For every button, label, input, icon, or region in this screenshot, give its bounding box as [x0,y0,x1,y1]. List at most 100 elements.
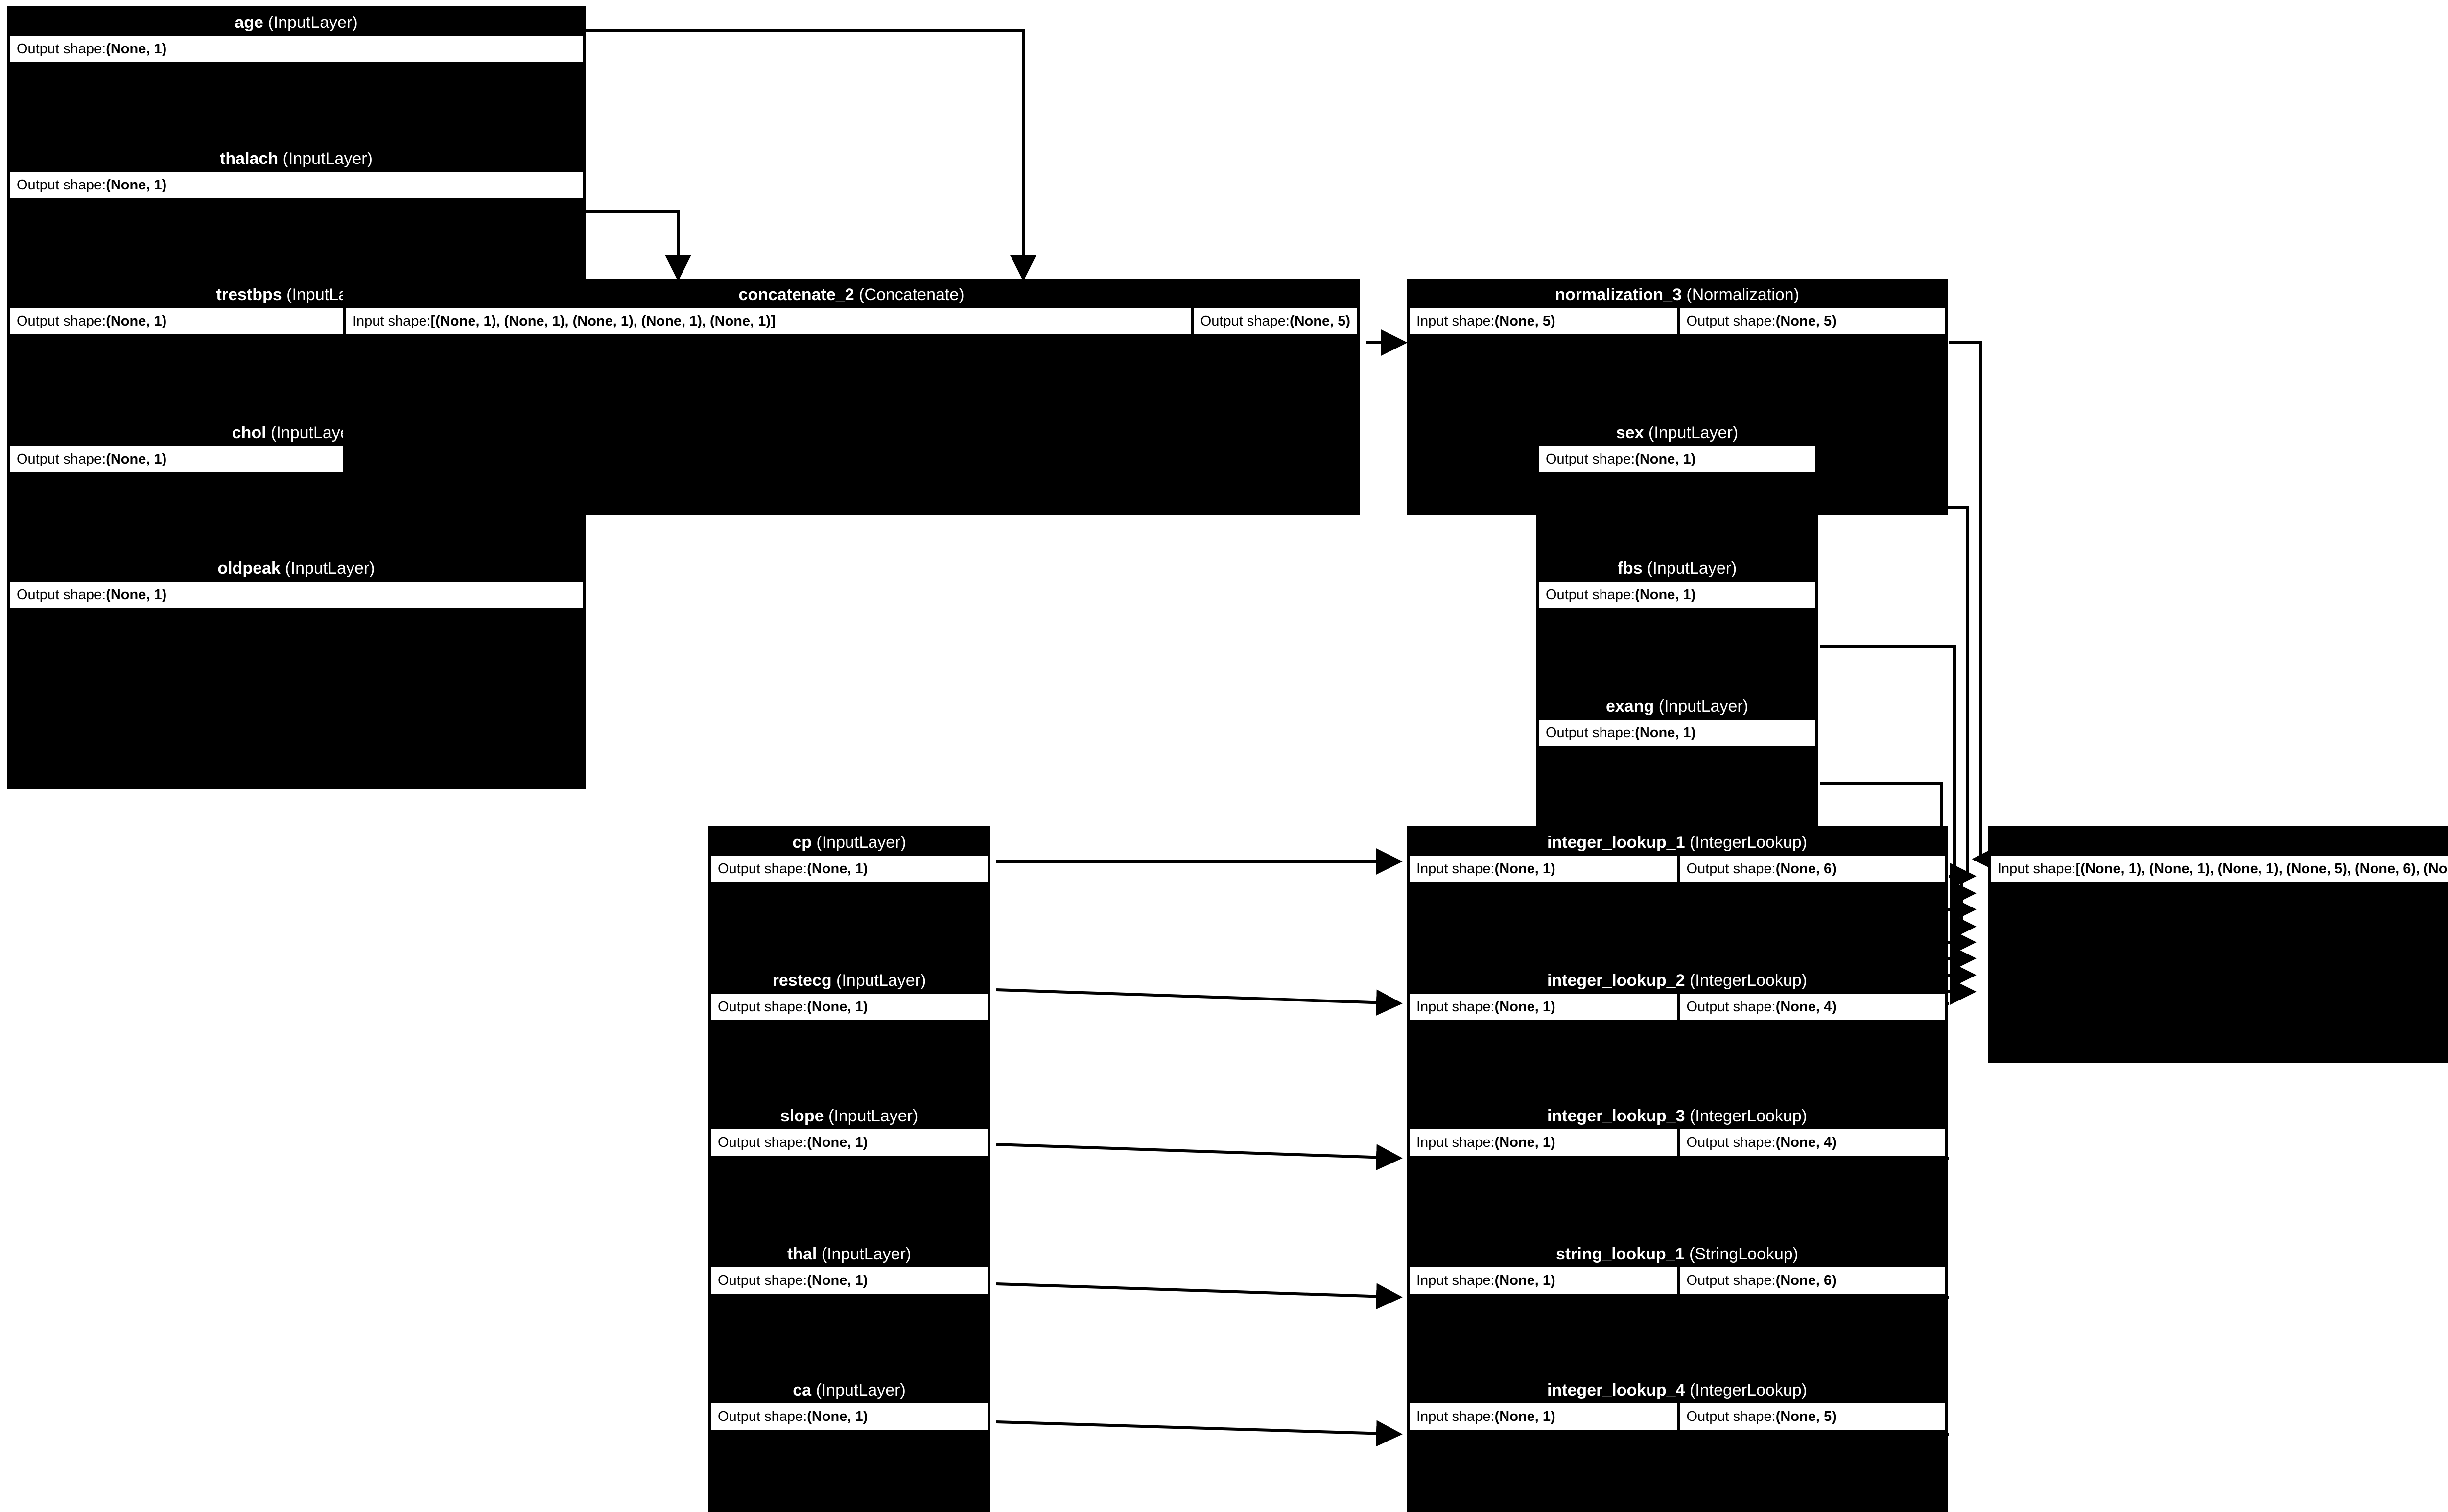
output-shape-value-chol: (None, 1) [106,451,167,467]
node-class-sex: (InputLayer) [1648,423,1739,442]
output-shape-label-concatenate_2: Output shape: [1200,313,1290,329]
node-shapes-concatenate_2: Input shape: [(None, 1), (None, 1), (Non… [346,308,1357,334]
node-shapes-fbs: Output shape: (None, 1) [1539,582,1815,608]
node-title-string_lookup_1: string_lookup_1 (StringLookup) [1410,1241,1945,1267]
node-name-chol: chol [232,423,266,442]
edge-sex-concatenate_3 [1820,506,1977,889]
node-shapes-exang: Output shape: (None, 1) [1539,720,1815,746]
node-name-trestbps: trestbps [216,285,282,304]
output-shape-string_lookup_1: Output shape: (None, 6) [1677,1267,1945,1294]
input-shape-value-string_lookup_1: (None, 1) [1494,1272,1555,1288]
edge-integer_lookup_1-concatenate_3 [1949,875,1977,940]
node-title-integer_lookup_1: integer_lookup_1 (IntegerLookup) [1410,829,1945,856]
output-shape-oldpeak: Output shape: (None, 1) [10,582,583,608]
node-integer_lookup_4[interactable]: integer_lookup_4 (IntegerLookup)Input sh… [1407,1374,1948,1512]
output-shape-value-integer_lookup_4: (None, 5) [1775,1408,1836,1424]
output-shape-integer_lookup_3: Output shape: (None, 4) [1677,1129,1945,1156]
output-shape-thal: Output shape: (None, 1) [711,1267,988,1294]
input-shape-value-integer_lookup_2: (None, 1) [1494,999,1555,1015]
node-name-integer_lookup_2: integer_lookup_2 [1547,971,1685,990]
input-shape-value-concatenate_2: [(None, 1), (None, 1), (None, 1), (None,… [430,313,776,329]
input-shape-concatenate_2: Input shape: [(None, 1), (None, 1), (Non… [346,308,1191,334]
node-title-integer_lookup_4: integer_lookup_4 (IntegerLookup) [1410,1377,1945,1403]
input-shape-value-normalization_3: (None, 5) [1494,313,1555,329]
node-title-thalach: thalach (InputLayer) [10,145,583,172]
node-title-exang: exang (InputLayer) [1539,693,1815,720]
input-shape-string_lookup_1: Input shape: (None, 1) [1410,1267,1677,1294]
node-shapes-integer_lookup_4: Input shape: (None, 1) Output shape: (Non… [1410,1403,1945,1430]
node-shapes-cp: Output shape: (None, 1) [711,856,988,882]
input-shape-value-integer_lookup_4: (None, 1) [1494,1408,1555,1424]
node-title-cp: cp (InputLayer) [711,829,988,856]
node-class-integer_lookup_3: (IntegerLookup) [1689,1106,1807,1125]
input-shape-label-concatenate_2: Input shape: [353,313,431,329]
output-shape-cp: Output shape: (None, 1) [711,856,988,882]
node-name-thalach: thalach [220,149,279,168]
node-ca[interactable]: ca (InputLayer)Output shape: (None, 1) [708,1374,990,1512]
output-shape-value-exang: (None, 1) [1635,724,1696,741]
output-shape-value-ca: (None, 1) [807,1408,868,1424]
node-title-oldpeak: oldpeak (InputLayer) [10,555,583,582]
output-shape-sex: Output shape: (None, 1) [1539,446,1815,472]
output-shape-value-oldpeak: (None, 1) [106,586,167,603]
node-oldpeak[interactable]: oldpeak (InputLayer)Output shape: (None,… [7,552,586,789]
output-shape-label-chol: Output shape: [17,451,106,467]
node-shapes-oldpeak: Output shape: (None, 1) [10,582,583,608]
node-name-exang: exang [1605,697,1654,716]
input-shape-integer_lookup_3: Input shape: (None, 1) [1410,1129,1677,1156]
input-shape-label-integer_lookup_4: Input shape: [1416,1408,1495,1424]
output-shape-value-string_lookup_1: (None, 6) [1775,1272,1836,1288]
output-shape-integer_lookup_1: Output shape: (None, 6) [1677,856,1945,882]
output-shape-label-fbs: Output shape: [1546,586,1635,603]
node-class-restecg: (InputLayer) [836,971,926,990]
output-shape-label-thalach: Output shape: [17,177,106,193]
output-shape-value-fbs: (None, 1) [1635,586,1696,603]
node-name-fbs: fbs [1617,558,1643,578]
node-class-concatenate_2: (Concatenate) [859,285,965,304]
node-name-string_lookup_1: string_lookup_1 [1555,1244,1685,1263]
node-title-fbs: fbs (InputLayer) [1539,555,1815,582]
node-name-age: age [235,13,263,32]
node-title-normalization_3: normalization_3 (Normalization) [1410,281,1945,308]
output-shape-label-integer_lookup_4: Output shape: [1686,1408,1776,1424]
output-shape-label-normalization_3: Output shape: [1686,313,1776,329]
node-class-exang: (InputLayer) [1658,697,1749,716]
output-shape-label-integer_lookup_3: Output shape: [1686,1134,1776,1150]
node-name-normalization_3: normalization_3 [1555,285,1682,304]
node-class-oldpeak: (InputLayer) [285,558,375,578]
output-shape-value-age: (None, 1) [106,41,167,57]
node-concatenate_3[interactable]: concatenate_3 (Concatenate)Input shape: … [1988,826,2448,1063]
input-shape-label-string_lookup_1: Input shape: [1416,1272,1495,1288]
output-shape-value-integer_lookup_2: (None, 4) [1775,999,1836,1015]
input-shape-integer_lookup_2: Input shape: (None, 1) [1410,994,1677,1020]
output-shape-value-thalach: (None, 1) [106,177,167,193]
node-name-cp: cp [792,833,812,852]
node-title-age: age (InputLayer) [10,9,583,36]
input-shape-concatenate_3: Input shape: [(None, 1), (None, 1), (Non… [1991,856,2448,882]
node-class-integer_lookup_4: (IntegerLookup) [1689,1380,1807,1399]
output-shape-integer_lookup_2: Output shape: (None, 4) [1677,994,1945,1020]
input-shape-label-normalization_3: Input shape: [1416,313,1495,329]
node-shapes-string_lookup_1: Input shape: (None, 1)Output shape: (Non… [1410,1267,1945,1294]
output-shape-age: Output shape: (None, 1) [10,36,583,62]
edge-ca-integer_lookup_4 [996,1420,1403,1447]
output-shape-label-oldpeak: Output shape: [17,586,106,603]
node-shapes-integer_lookup_2: Input shape: (None, 1)Output shape: (Non… [1410,994,1945,1020]
output-shape-label-age: Output shape: [17,41,106,57]
output-shape-label-integer_lookup_2: Output shape: [1686,999,1776,1015]
node-name-restecg: restecg [772,971,832,990]
output-shape-ca: Output shape: (None, 1) [711,1403,988,1430]
node-shapes-slope: Output shape: (None, 1) [711,1129,988,1156]
node-class-thalach: (InputLayer) [282,149,373,168]
node-class-thal: (InputLayer) [821,1244,912,1263]
node-title-slope: slope (InputLayer) [711,1103,988,1129]
node-concatenate_2[interactable]: concatenate_2 (Concatenate)Input shape: … [343,279,1360,515]
node-shapes-normalization_3: Input shape: (None, 5)Output shape: (Non… [1410,308,1945,334]
node-name-integer_lookup_1: integer_lookup_1 [1547,833,1685,852]
node-shapes-ca: Output shape: (None, 1) [711,1403,988,1430]
node-title-ca: ca (InputLayer) [711,1377,988,1403]
node-name-slope: slope [780,1106,824,1125]
output-shape-value-trestbps: (None, 1) [106,313,167,329]
output-shape-label-thal: Output shape: [718,1272,807,1288]
output-shape-value-integer_lookup_3: (None, 4) [1775,1134,1836,1150]
